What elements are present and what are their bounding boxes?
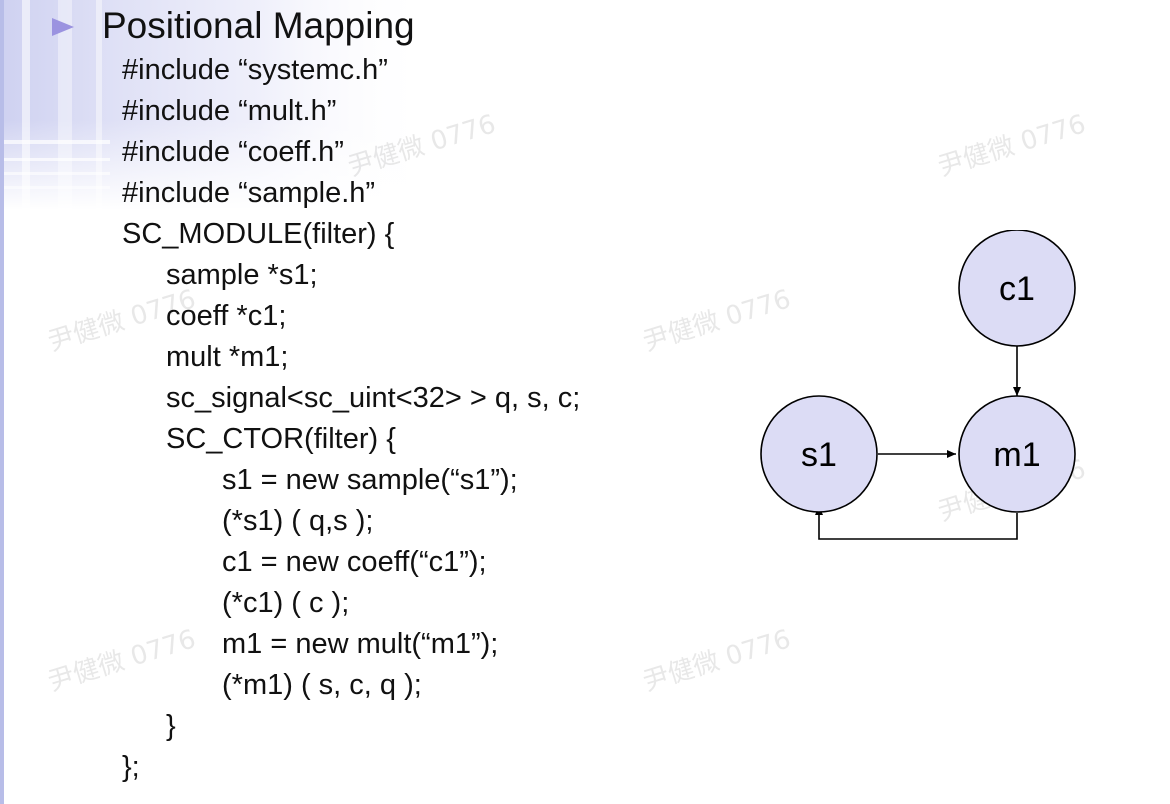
- node-s1: s1: [760, 395, 878, 513]
- node-c1-label: c1: [999, 270, 1035, 308]
- code-line: SC_CTOR(filter) {: [166, 423, 396, 455]
- watermark: 尹健微 0776: [44, 624, 200, 698]
- node-s1-circle: [760, 395, 878, 513]
- node-m1-label: m1: [993, 436, 1040, 474]
- node-s1-label: s1: [801, 436, 837, 474]
- code-line: #include “sample.h”: [122, 177, 376, 209]
- node-m1: m1: [958, 395, 1076, 513]
- code-line: s1 = new sample(“s1”);: [222, 464, 518, 496]
- watermark: 尹健微 0776: [639, 624, 795, 698]
- code-line: SC_MODULE(filter) {: [122, 218, 395, 250]
- edge-m1-to-s1: [815, 506, 1018, 540]
- code-line: #include “coeff.h”: [122, 136, 344, 168]
- code-line: m1 = new mult(“m1”);: [222, 628, 499, 660]
- code-line: coeff *c1;: [166, 300, 287, 332]
- code-line: sc_signal<sc_uint<32> > q, s, c;: [166, 382, 581, 414]
- module-diagram: c1 s1 m1: [760, 230, 1076, 540]
- code-line: (*m1) ( s, c, q );: [222, 669, 422, 701]
- title-bullet-icon: [52, 18, 74, 36]
- left-edge-bar: [0, 0, 4, 804]
- code-line: mult *m1;: [166, 341, 289, 373]
- code-line: c1 = new coeff(“c1”);: [222, 546, 487, 578]
- watermark: 尹健微 0776: [934, 109, 1090, 183]
- slide-title: Positional Mapping: [102, 5, 415, 46]
- code-line: (*s1) ( q,s );: [222, 505, 374, 537]
- node-m1-circle: [958, 395, 1076, 513]
- code-line: }: [166, 710, 176, 742]
- node-c1: c1: [958, 230, 1076, 347]
- code-line: sample *s1;: [166, 259, 318, 291]
- code-line: (*c1) ( c );: [222, 587, 350, 619]
- code-line: #include “systemc.h”: [122, 54, 388, 86]
- node-c1-circle: [958, 230, 1076, 347]
- code-line: #include “mult.h”: [122, 95, 337, 127]
- code-line: };: [122, 751, 140, 783]
- watermark: 尹健微 0776: [344, 109, 500, 183]
